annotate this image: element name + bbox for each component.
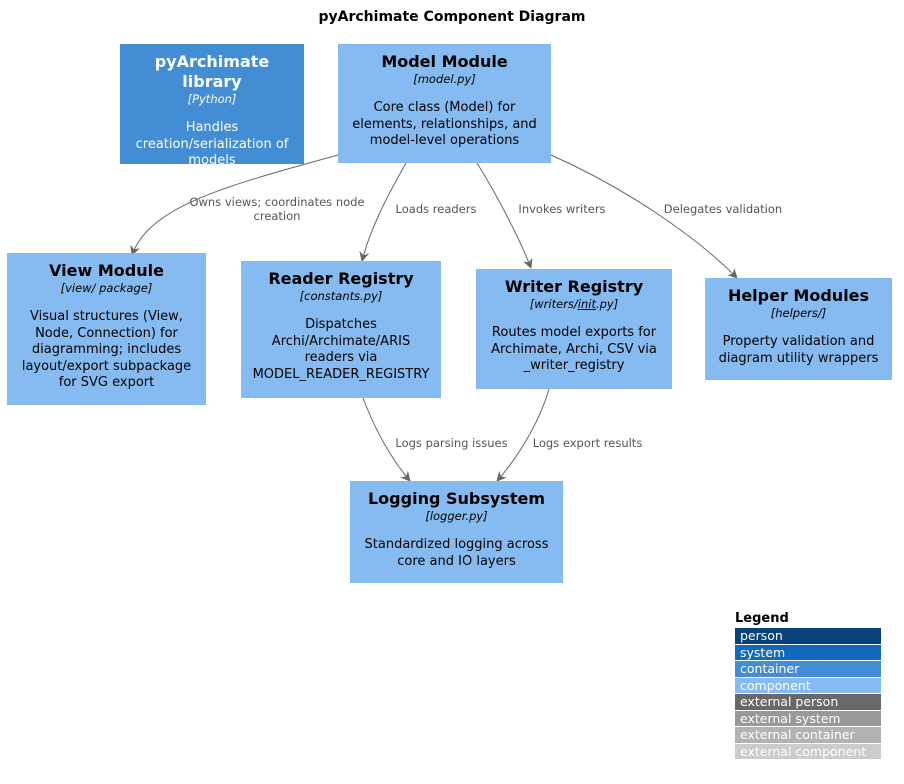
edge-owns-views (130, 154, 339, 256)
node-pyarchimate-library: pyArchimate library [Python] Handles cre… (120, 44, 304, 168)
node-tech: [Python] (187, 92, 237, 106)
edge-label-logs-export: Logs export results (532, 436, 643, 450)
node-name: Logging Subsystem (367, 489, 545, 508)
edge-invokes-writers (476, 162, 533, 269)
legend-item: external person (735, 694, 881, 710)
node-logging-subsystem: Logging Subsystem [logger.py] Standardiz… (350, 481, 563, 583)
node-desc: Visual structures (View, Node, Connectio… (21, 309, 192, 390)
node-name: Helper Modules (727, 286, 870, 305)
legend-item: system (735, 644, 881, 660)
node-name: View Module (49, 261, 164, 280)
node-name: pyArchimate library (154, 52, 270, 91)
node-view-module: View Module [view/ package] Visual struc… (7, 253, 206, 405)
node-tech: [view/ package] (60, 281, 153, 295)
node-tech-link[interactable]: init (577, 297, 596, 311)
node-model-module: Model Module [model.py] Core class (Mode… (338, 44, 551, 163)
node-helper-modules: Helper Modules [helpers/] Property valid… (705, 278, 892, 380)
diagram-title: pyArchimate Component Diagram (318, 9, 586, 25)
node-tech: [model.py] (413, 72, 476, 86)
legend-item: external system (735, 710, 881, 726)
node-desc: Standardized logging across core and IO … (364, 537, 549, 569)
node-reader-registry: Reader Registry [constants.py] Dispatche… (241, 261, 441, 398)
edge-label-logs-parsing: Logs parsing issues (395, 436, 508, 450)
edge-logs-parsing (362, 397, 411, 482)
node-writer-registry: Writer Registry [writers/init.py] Routes… (476, 269, 672, 389)
node-name: Reader Registry (268, 269, 414, 288)
legend-item: external component (735, 743, 881, 759)
edge-loads-readers (359, 162, 407, 262)
legend-item: person (735, 628, 881, 644)
node-desc: Routes model exports for Archimate, Arch… (491, 325, 657, 373)
node-tech: [helpers/] (770, 306, 827, 320)
node-desc: Dispatches Archi/Archimate/ARIS readers … (252, 317, 430, 382)
edge-delegates-validation (550, 154, 738, 279)
edge-label-delegates-validation: Delegates validation (663, 202, 783, 216)
legend-title: Legend (735, 611, 789, 626)
node-tech-suffix: .py] (595, 297, 619, 311)
node-tech: [constants.py] (299, 289, 383, 303)
edge-label-invokes-writers: Invokes writers (518, 202, 606, 216)
node-desc: Handles creation/serialization of models (135, 120, 289, 168)
node-desc: Core class (Model) for elements, relatio… (352, 100, 537, 148)
node-tech: [logger.py] (425, 509, 488, 523)
edge-label-owns-views: Owns views; coordinates node creation (189, 195, 365, 223)
edge-label-loads-readers: Loads readers (395, 202, 477, 216)
edge-logs-export (496, 388, 550, 482)
node-name: Writer Registry (504, 277, 644, 296)
legend-item: external container (735, 727, 881, 743)
legend-item: component (735, 677, 881, 693)
node-tech-prefix: [writers/ (529, 297, 578, 311)
node-desc: Property validation and diagram utility … (718, 334, 879, 366)
node-name: Model Module (381, 52, 508, 71)
legend-item: container (735, 661, 881, 677)
node-tech: [writers/init.py] (482, 297, 666, 311)
